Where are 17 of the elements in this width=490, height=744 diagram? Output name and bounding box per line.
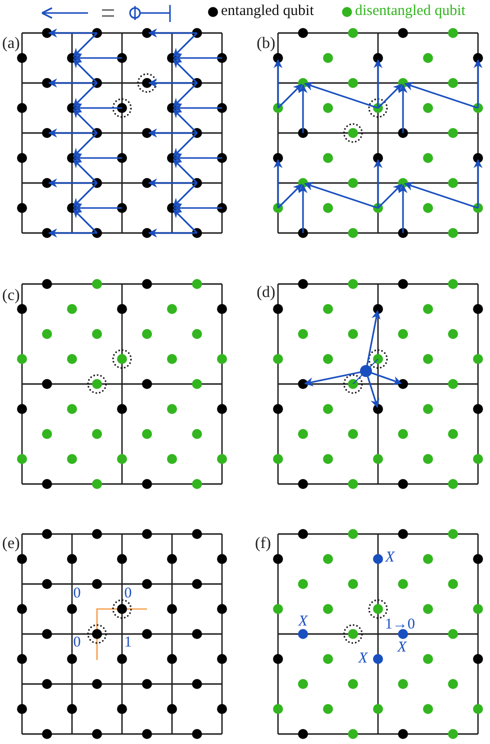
operator-label: X xyxy=(385,550,395,566)
panel-label: (c) xyxy=(2,288,20,304)
legend-label: disentangled qubit xyxy=(355,4,466,19)
panel-label: (a) xyxy=(2,36,20,52)
value-label: 1 xyxy=(124,636,132,650)
value-label: 0 xyxy=(73,636,81,650)
operator-label: X xyxy=(298,614,308,630)
panel-label: (b) xyxy=(256,36,276,52)
panel-label: (e) xyxy=(2,536,20,552)
value-label: 0 xyxy=(124,586,132,602)
legend-label: entangled qubit xyxy=(221,4,314,19)
panel-label: (f) xyxy=(255,536,271,552)
operator-label: X xyxy=(397,640,407,656)
panel-label: (d) xyxy=(256,285,276,301)
value-label: 1→0 xyxy=(385,618,415,632)
value-label: 0 xyxy=(73,586,81,602)
operator-label: X xyxy=(358,652,368,666)
